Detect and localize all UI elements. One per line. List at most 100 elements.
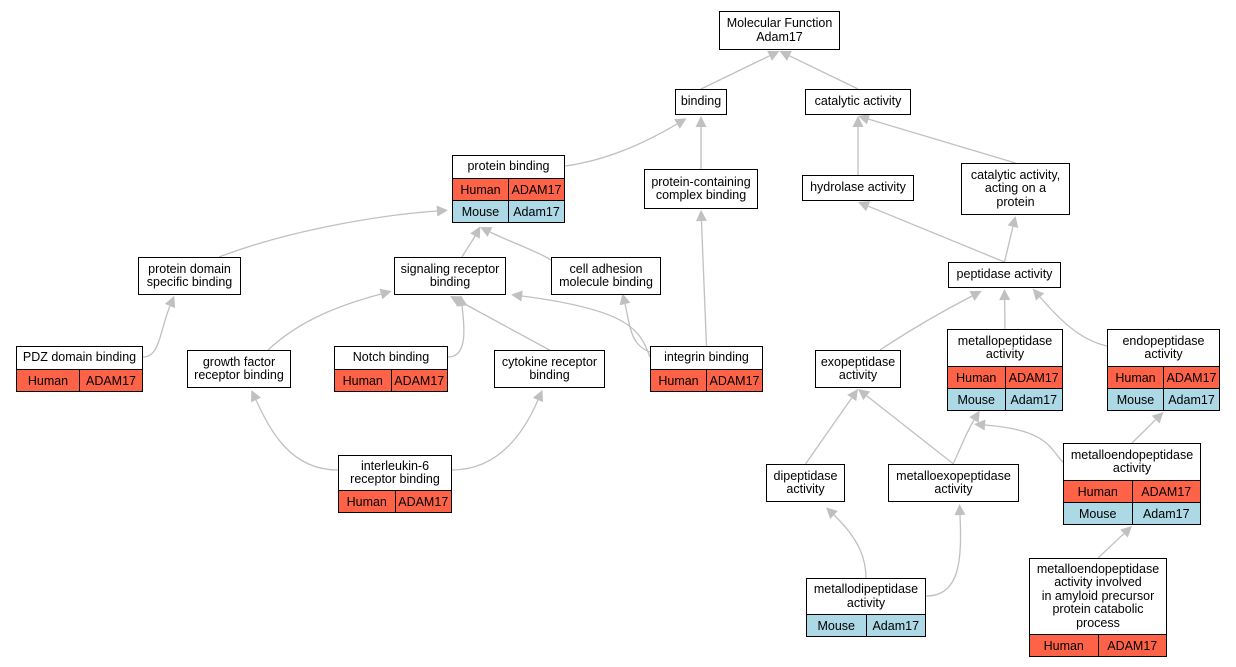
edge-metallodipeptidase-activity-to-dipeptidase-activity	[826, 507, 867, 579]
edge-dipeptidase-activity-to-exopeptidase-activity	[804, 389, 858, 465]
species-cell: Mouse	[1116, 392, 1155, 407]
node-title: metallopeptidase activity	[957, 333, 1053, 361]
gene-cell: ADAM17	[706, 370, 762, 391]
gene-cell: ADAM17	[508, 179, 564, 200]
edge-arrowhead	[251, 390, 261, 403]
gene-cell: Adam17	[508, 201, 564, 222]
edge-arrowhead	[858, 113, 871, 125]
node-dipeptidase-activity: dipeptidase activity	[766, 464, 845, 502]
gene-cell: ADAM17	[1131, 481, 1201, 502]
node-title: dipeptidase activity	[773, 468, 838, 496]
edge-arrowhead	[852, 116, 864, 127]
gene-cell: ADAM17	[1004, 367, 1063, 388]
node-title: protein domain specific binding	[146, 261, 233, 289]
edge-line	[459, 300, 550, 351]
edge-line	[833, 514, 867, 579]
edge-arrowhead	[969, 290, 982, 301]
gene-cell: Adam17	[1131, 503, 1201, 524]
node-signaling-receptor-binding: signaling receptor binding	[394, 257, 506, 295]
edge-line	[218, 210, 438, 258]
node-title: Molecular Function Adam17	[726, 16, 833, 44]
node-metalloexopeptidase-activity: metalloexopeptidase activity	[888, 464, 1019, 502]
node-cytokine-receptor-binding: cytokine receptor binding	[494, 350, 605, 388]
species-cell: Human	[460, 182, 501, 197]
edge-line	[521, 295, 651, 358]
gene-cell: Adam17	[1163, 389, 1219, 410]
node-growth-factor-receptor-binding: growth factor receptor binding	[187, 350, 291, 388]
edge-peptidase-activity-to-hydrolase-activity	[858, 201, 1005, 263]
edge-arrowhead	[1151, 412, 1164, 424]
edge-metalloendopeptidase-amyloid-to-metalloendopeptidase-activity	[1097, 526, 1132, 559]
edge-metalloexopeptidase-activity-to-metallopeptidase-activity	[952, 410, 980, 465]
edge-hydrolase-activity-to-catalytic-activity	[852, 116, 864, 175]
edge-line	[624, 303, 651, 353]
edge-cytokine-receptor-binding-to-signaling-receptor-binding	[450, 296, 550, 351]
edge-arrowhead	[969, 410, 980, 423]
edge-line	[984, 424, 1064, 463]
edge-protein-containing-complex-binding-to-binding	[695, 116, 707, 169]
node-title: Notch binding	[352, 350, 430, 365]
species-cell: Mouse	[957, 392, 996, 407]
node-catalytic-activity-on-protein: catalytic activity, acting on a protein	[961, 163, 1070, 215]
edge-line	[804, 397, 853, 465]
edge-line	[952, 419, 975, 465]
edge-arrowhead	[974, 419, 986, 431]
edge-arrowhead	[954, 504, 966, 516]
node-title: catalytic activity, acting on a protein	[970, 167, 1061, 209]
species-cell: Human	[1115, 370, 1156, 385]
node-title: exopeptidase activity	[820, 354, 896, 382]
node-title: metalloendopeptidase activity	[1070, 447, 1194, 475]
node-title: integrin binding	[664, 350, 749, 365]
gene-cell: ADAM17	[79, 370, 142, 391]
gene-cell: ADAM17	[1097, 635, 1167, 656]
node-protein-domain-specific-binding: protein domain specific binding	[138, 257, 241, 295]
edge-line	[867, 205, 1005, 263]
node-title: metalloexopeptidase activity	[896, 468, 1011, 496]
edge-peptidase-activity-to-catalytic-activity-on-protein	[1003, 216, 1019, 263]
node-title: metalloendopeptidase activity involved i…	[1036, 561, 1160, 630]
gene-cell: Adam17	[1004, 389, 1063, 410]
node-title: endopeptidase activity	[1122, 333, 1205, 361]
species-cell: Human	[342, 373, 383, 388]
node-binding: binding	[675, 89, 727, 115]
edge-endopeptidase-activity-to-peptidase-activity	[1032, 288, 1108, 347]
edge-line	[1003, 226, 1014, 263]
node-title: catalytic activity	[814, 94, 902, 109]
edge-arrowhead	[1032, 288, 1045, 301]
edge-line	[142, 305, 171, 358]
edge-metalloendopeptidase-activity-to-metallopeptidase-activity	[974, 419, 1064, 463]
species-cell: Human	[1043, 638, 1084, 653]
node-title: cytokine receptor binding	[501, 354, 598, 382]
node-metalloendopeptidase-amyloid: metalloendopeptidase activity involved i…	[1029, 558, 1167, 657]
edge-line	[868, 118, 1016, 164]
edge-line	[866, 395, 954, 465]
edge-line	[925, 514, 962, 597]
node-title: peptidase activity	[956, 267, 1053, 282]
edge-signaling-receptor-binding-to-protein-binding	[461, 226, 481, 258]
node-title: PDZ domain binding	[22, 350, 137, 365]
edge-catalytic-activity-on-protein-to-catalytic-activity	[858, 113, 1016, 164]
edge-interleukin-6-receptor-binding-to-cytokine-receptor-binding	[451, 389, 544, 471]
edge-line	[1039, 296, 1108, 347]
node-title: interleukin-6 receptor binding	[350, 458, 440, 486]
edge-protein-domain-specific-binding-to-protein-binding	[218, 205, 448, 258]
edge-arrowhead	[695, 116, 707, 127]
gene-cell: ADAM17	[394, 491, 452, 512]
edge-arrowhead	[695, 210, 707, 222]
edge-arrowhead	[847, 389, 858, 402]
edge-arrowhead	[436, 205, 448, 217]
species-cell: Human	[27, 373, 69, 388]
edge-exopeptidase-activity-to-peptidase-activity	[879, 290, 982, 351]
edge-line	[255, 399, 339, 471]
edge-pdz-domain-binding-to-protein-domain-specific-binding	[142, 295, 176, 358]
node-title: hydrolase activity	[810, 180, 906, 195]
edge-arrowhead	[480, 227, 493, 237]
